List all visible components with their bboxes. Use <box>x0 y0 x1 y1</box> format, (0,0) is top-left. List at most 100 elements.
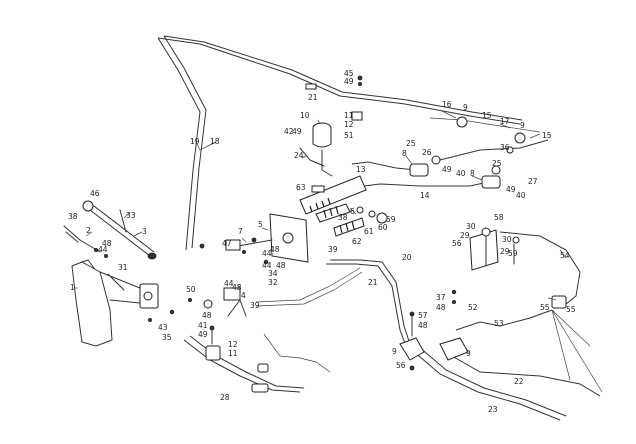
callout-29-b: 29 <box>500 247 510 256</box>
callout-45: 45 <box>344 69 354 78</box>
callout-58: 58 <box>494 213 504 222</box>
callout-28: 28 <box>220 393 230 402</box>
callout-49-e: 49 <box>506 185 516 194</box>
callout-15-b: 15 <box>542 131 552 140</box>
callout-8-b: 8 <box>470 169 475 178</box>
callout-43: 43 <box>158 323 168 332</box>
callout-53: 53 <box>494 319 504 328</box>
callout-19: 19 <box>190 137 200 146</box>
callout-27: 27 <box>528 177 538 186</box>
callout-49-d: 49 <box>442 165 452 174</box>
callout-13: 13 <box>356 165 366 174</box>
callout-39-b: 39 <box>250 301 260 310</box>
callout-18: 18 <box>210 137 220 146</box>
callout-49-a: 49 <box>344 77 354 86</box>
callout-44-c: 44 <box>262 261 272 270</box>
callout-12-a: 12 <box>344 120 354 129</box>
callout-42: 42 <box>284 127 294 136</box>
callout-2: 2 <box>86 226 91 235</box>
callout-52: 52 <box>468 303 478 312</box>
callout-59-b: 59 <box>508 249 518 258</box>
callout-62: 62 <box>352 237 362 246</box>
callout-48-d: 48 <box>202 311 212 320</box>
callout-57: 57 <box>418 311 428 320</box>
callout-16: 16 <box>442 100 452 109</box>
callout-38-b: 38 <box>338 213 348 222</box>
callout-31: 31 <box>118 263 128 272</box>
callout-20: 20 <box>402 253 412 262</box>
callout-8-a: 8 <box>402 149 407 158</box>
callout-15-a: 15 <box>482 111 492 120</box>
wheel-cylinders <box>351 75 526 189</box>
callout-6: 6 <box>350 207 355 216</box>
callout-37: 37 <box>436 293 446 302</box>
callout-32: 32 <box>268 278 278 287</box>
callout-25-a: 25 <box>406 139 416 148</box>
callout-12-b: 12 <box>228 340 238 349</box>
callout-22: 22 <box>514 377 524 386</box>
callout-23: 23 <box>488 405 498 414</box>
callout-36: 36 <box>500 143 510 152</box>
callout-9-a: 9 <box>463 103 468 112</box>
callout-33: 33 <box>126 211 136 220</box>
callout-61: 61 <box>364 227 374 236</box>
callout-40-b: 40 <box>516 191 526 200</box>
callout-17: 17 <box>500 117 510 126</box>
pedal-assembly <box>63 200 175 347</box>
callout-21-b: 21 <box>308 93 318 102</box>
callout-49-c: 49 <box>198 330 208 339</box>
callout-48-f: 48 <box>418 321 428 330</box>
pipe-lines <box>157 35 603 421</box>
callout-48-b: 48 <box>270 245 280 254</box>
callout-14: 14 <box>420 191 430 200</box>
lower-brake-components <box>399 289 567 371</box>
callout-48-a: 48 <box>102 239 112 248</box>
callout-44-d: 44 <box>224 279 234 288</box>
callout-48-c: 48 <box>276 261 286 270</box>
callout-50: 50 <box>186 285 196 294</box>
callout-51: 51 <box>344 131 354 140</box>
callout-54: 54 <box>560 251 570 260</box>
callout-60: 60 <box>378 223 388 232</box>
callout-63: 63 <box>296 183 306 192</box>
callout-56-b: 56 <box>396 361 406 370</box>
callout-56-a: 56 <box>452 239 462 248</box>
callout-44-b: 44 <box>262 249 272 258</box>
callout-30-b: 30 <box>502 235 512 244</box>
callout-7: 7 <box>238 227 243 236</box>
right-bracket <box>469 227 520 271</box>
callout-9-c: 9 <box>392 347 397 356</box>
callout-11-b: 11 <box>228 349 238 358</box>
callout-35: 35 <box>162 333 172 342</box>
callout-5: 5 <box>258 220 263 229</box>
callout-48-e: 48 <box>232 283 242 292</box>
callout-38-a: 38 <box>68 212 78 221</box>
callout-9-d: 9 <box>466 349 471 358</box>
callout-26: 26 <box>422 148 432 157</box>
callout-3: 3 <box>142 227 147 236</box>
callout-44-a: 44 <box>98 245 108 254</box>
callout-24: 24 <box>294 151 304 160</box>
master-cylinder-assembly <box>225 122 388 263</box>
callout-55-a: 55 <box>540 303 550 312</box>
leader-lines <box>74 109 567 301</box>
callout-9-b: 9 <box>520 121 525 130</box>
callout-34: 34 <box>268 269 278 278</box>
linkage-small-parts <box>187 237 269 393</box>
callout-55-b: 55 <box>566 305 576 314</box>
callout-59-a: 59 <box>386 215 396 224</box>
callout-46: 46 <box>90 189 100 198</box>
callout-39-a: 39 <box>328 245 338 254</box>
callout-29-a: 29 <box>460 231 470 240</box>
callout-48-g: 48 <box>436 303 446 312</box>
callout-11-a: 11 <box>344 111 354 120</box>
callout-49-b: 49 <box>292 127 302 136</box>
callout-21-a: 21 <box>368 278 378 287</box>
callout-40-a: 40 <box>456 169 466 178</box>
callout-4: 4 <box>241 291 246 300</box>
callout-30-a: 30 <box>466 222 476 231</box>
callout-25-b: 25 <box>492 159 502 168</box>
callout-10: 10 <box>300 111 310 120</box>
callout-labels: 1 2 3 4 5 6 7 8 8 9 9 9 9 10 11 11 12 12… <box>68 69 576 414</box>
